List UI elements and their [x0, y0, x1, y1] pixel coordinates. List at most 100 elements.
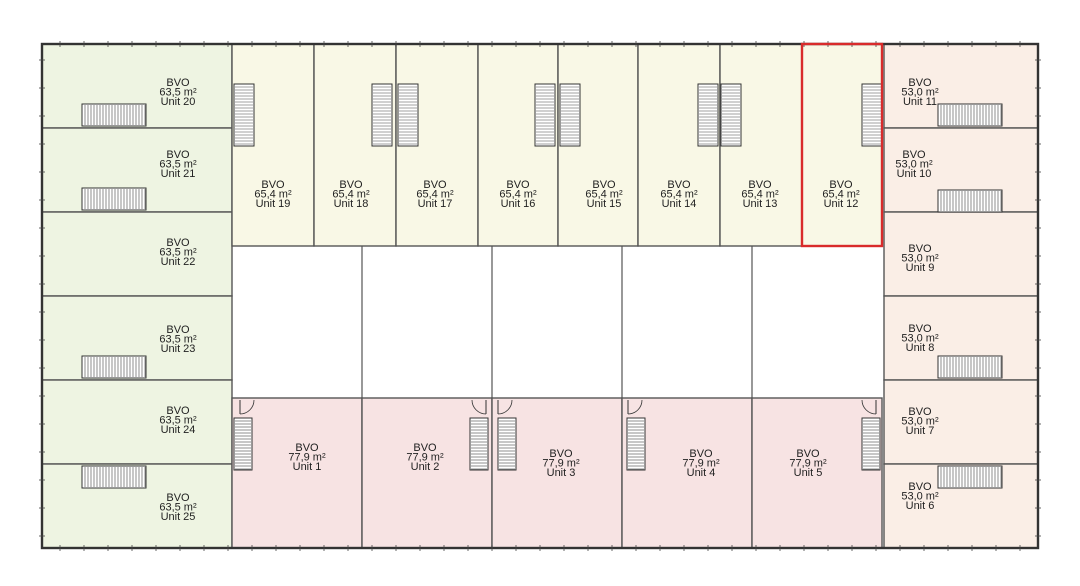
unit-area: 65,4 m² — [499, 189, 537, 201]
unit-7-room[interactable] — [883, 379, 1039, 465]
staircase-icon — [81, 465, 147, 489]
unit-name: Unit 23 — [161, 343, 196, 355]
stairs-layer — [81, 83, 1003, 489]
unit-type: BVO — [908, 406, 932, 418]
unit-area: 53,0 m² — [901, 416, 939, 428]
unit-type: BVO — [166, 237, 190, 249]
unit-type: BVO — [592, 179, 616, 191]
door-icon — [239, 399, 255, 415]
door-icon — [471, 399, 487, 415]
unit-type: BVO — [166, 492, 190, 504]
staircase-icon — [861, 417, 881, 471]
unit-area: 63,5 m² — [159, 87, 197, 99]
unit-type: BVO — [908, 243, 932, 255]
unit-type: BVO — [506, 179, 530, 191]
staircase-icon — [626, 417, 646, 471]
unit-area: 53,0 m² — [901, 333, 939, 345]
unit-area: 77,9 m² — [406, 452, 444, 464]
unit-name: Unit 13 — [743, 198, 778, 210]
unit-name: Unit 6 — [906, 500, 935, 512]
unit-type: BVO — [166, 77, 190, 89]
unit-type: BVO — [829, 179, 853, 191]
unit-type: BVO — [413, 442, 437, 454]
unit-name: Unit 11 — [903, 96, 937, 108]
unit-name: Unit 3 — [547, 467, 576, 479]
door-icon — [861, 399, 877, 415]
unit-type: BVO — [902, 149, 926, 161]
unit-area: 63,5 m² — [159, 247, 197, 259]
staircase-icon — [469, 417, 489, 471]
staircase-icon — [720, 83, 742, 147]
exterior-wall — [39, 41, 1041, 551]
unit-name: Unit 25 — [161, 511, 196, 523]
unit-type: BVO — [908, 323, 932, 335]
unit-name: Unit 4 — [687, 467, 716, 479]
unit-area: 53,0 m² — [901, 491, 939, 503]
unit-name: Unit 7 — [906, 425, 935, 437]
staircase-icon — [371, 83, 393, 147]
staircase-icon — [81, 355, 147, 379]
unit-area: 65,4 m² — [416, 189, 454, 201]
unit-area: 65,4 m² — [254, 189, 292, 201]
unit-name: Unit 22 — [161, 256, 196, 268]
staircase-icon — [233, 83, 255, 147]
unit-area: 77,9 m² — [789, 458, 827, 470]
unit-area: 63,5 m² — [159, 334, 197, 346]
staircase-icon — [81, 103, 147, 127]
unit-type: BVO — [166, 149, 190, 161]
unit-area: 53,0 m² — [901, 253, 939, 265]
unit-name: Unit 16 — [501, 198, 536, 210]
unit-name: Unit 17 — [418, 198, 453, 210]
unit-type: BVO — [748, 179, 772, 191]
unit-type: BVO — [796, 448, 820, 460]
unit-type: BVO — [166, 405, 190, 417]
units-layer — [41, 43, 1039, 549]
staircase-icon — [937, 189, 1003, 213]
unit-name: Unit 2 — [411, 461, 440, 473]
unit-area: 65,4 m² — [741, 189, 779, 201]
staircase-icon — [937, 465, 1003, 489]
unit-name: Unit 15 — [587, 198, 622, 210]
staircase-icon — [861, 83, 883, 147]
unit-name: Unit 21 — [161, 168, 196, 180]
unit-22-room[interactable] — [41, 211, 233, 297]
unit-5-room[interactable] — [751, 397, 883, 549]
unit-type: BVO — [908, 481, 932, 493]
unit-area: 65,4 m² — [585, 189, 623, 201]
unit-area: 65,4 m² — [332, 189, 370, 201]
unit-24-room[interactable] — [41, 379, 233, 465]
door-icon — [497, 399, 513, 415]
unit-1-room[interactable] — [231, 397, 363, 549]
unit-area: 63,5 m² — [159, 159, 197, 171]
staircase-icon — [559, 83, 581, 147]
selected-unit-outline — [800, 42, 884, 248]
staircase-icon — [937, 103, 1003, 127]
unit-type: BVO — [261, 179, 285, 191]
staircase-icon — [233, 417, 253, 471]
unit-type: BVO — [667, 179, 691, 191]
staircase-icon — [697, 83, 719, 147]
staircase-icon — [397, 83, 419, 147]
unit-name: Unit 19 — [256, 198, 291, 210]
unit-area: 77,9 m² — [288, 452, 326, 464]
unit-9-room[interactable] — [883, 211, 1039, 297]
